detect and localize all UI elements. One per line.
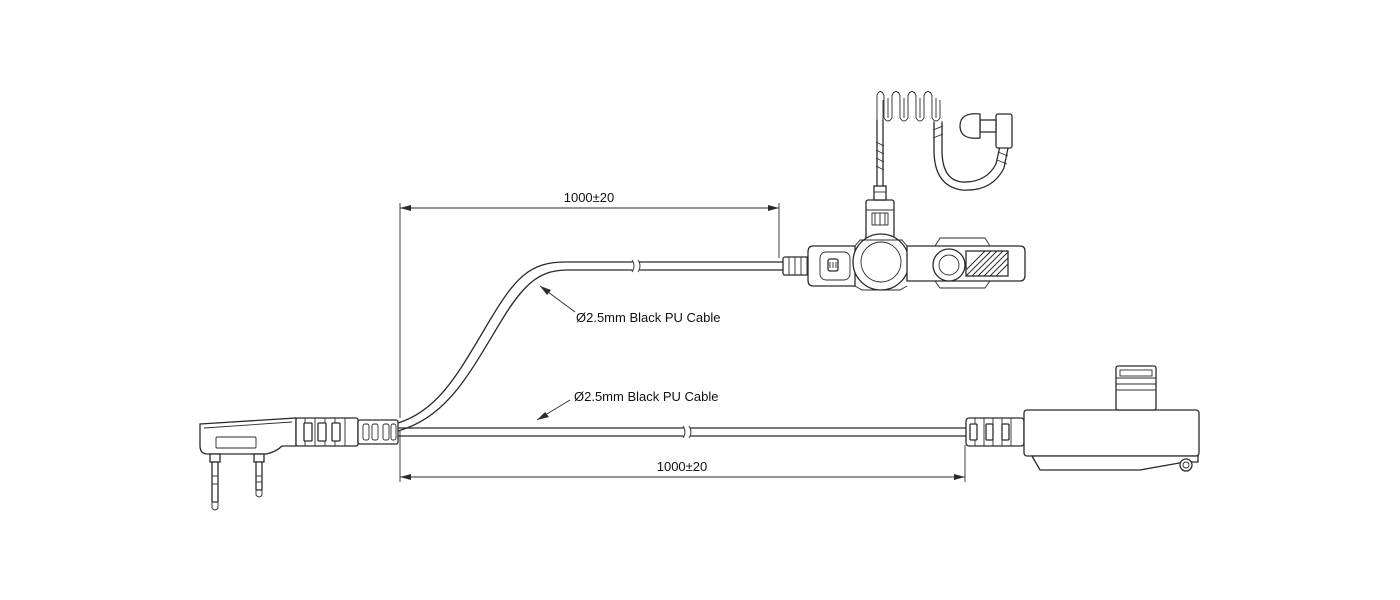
bottom-dimension-label: 1000±20 xyxy=(657,459,708,474)
ptt-clip xyxy=(1030,455,1199,471)
earpiece-clip-hatch xyxy=(965,250,1009,277)
top-dimension-arrow-left xyxy=(400,205,411,211)
ptt-box xyxy=(1023,409,1200,457)
upper-cable-note: Ø2.5mm Black PU Cable xyxy=(539,285,721,325)
upper-cable-note-label: Ø2.5mm Black PU Cable xyxy=(576,310,721,325)
earpiece-clip xyxy=(906,237,1026,289)
earpiece-vertical-connector xyxy=(865,119,895,241)
top-dimension-arrow-right xyxy=(768,205,779,211)
cable-splitter xyxy=(357,419,399,445)
plug-pin-short xyxy=(253,453,265,498)
top-dimension: 1000±20 xyxy=(399,190,780,418)
coiled-acoustic-tube xyxy=(876,91,1013,191)
upper-cable xyxy=(397,259,784,432)
lower-cable-note-label: Ø2.5mm Black PU Cable xyxy=(574,389,719,404)
plug-strain-relief xyxy=(295,417,359,447)
bottom-dimension-arrow-left xyxy=(400,474,411,480)
bottom-dimension-arrow-right xyxy=(954,474,965,480)
lower-cable-leader-arrow xyxy=(537,412,549,420)
radio-plug xyxy=(199,417,399,511)
ptt-unit xyxy=(965,365,1200,472)
lower-cable xyxy=(397,425,967,439)
top-dimension-label: 1000±20 xyxy=(564,190,615,205)
earpiece-assembly xyxy=(782,91,1026,291)
ptt-top-connector xyxy=(1115,365,1157,411)
lower-cable-note: Ø2.5mm Black PU Cable xyxy=(536,389,719,421)
ear-tip xyxy=(959,113,1013,149)
upper-cable-leader-arrow xyxy=(540,286,551,295)
plug-pin-long xyxy=(209,453,221,511)
bottom-dimension: 1000±20 xyxy=(399,430,966,482)
ptt-strain-relief xyxy=(965,417,1025,447)
